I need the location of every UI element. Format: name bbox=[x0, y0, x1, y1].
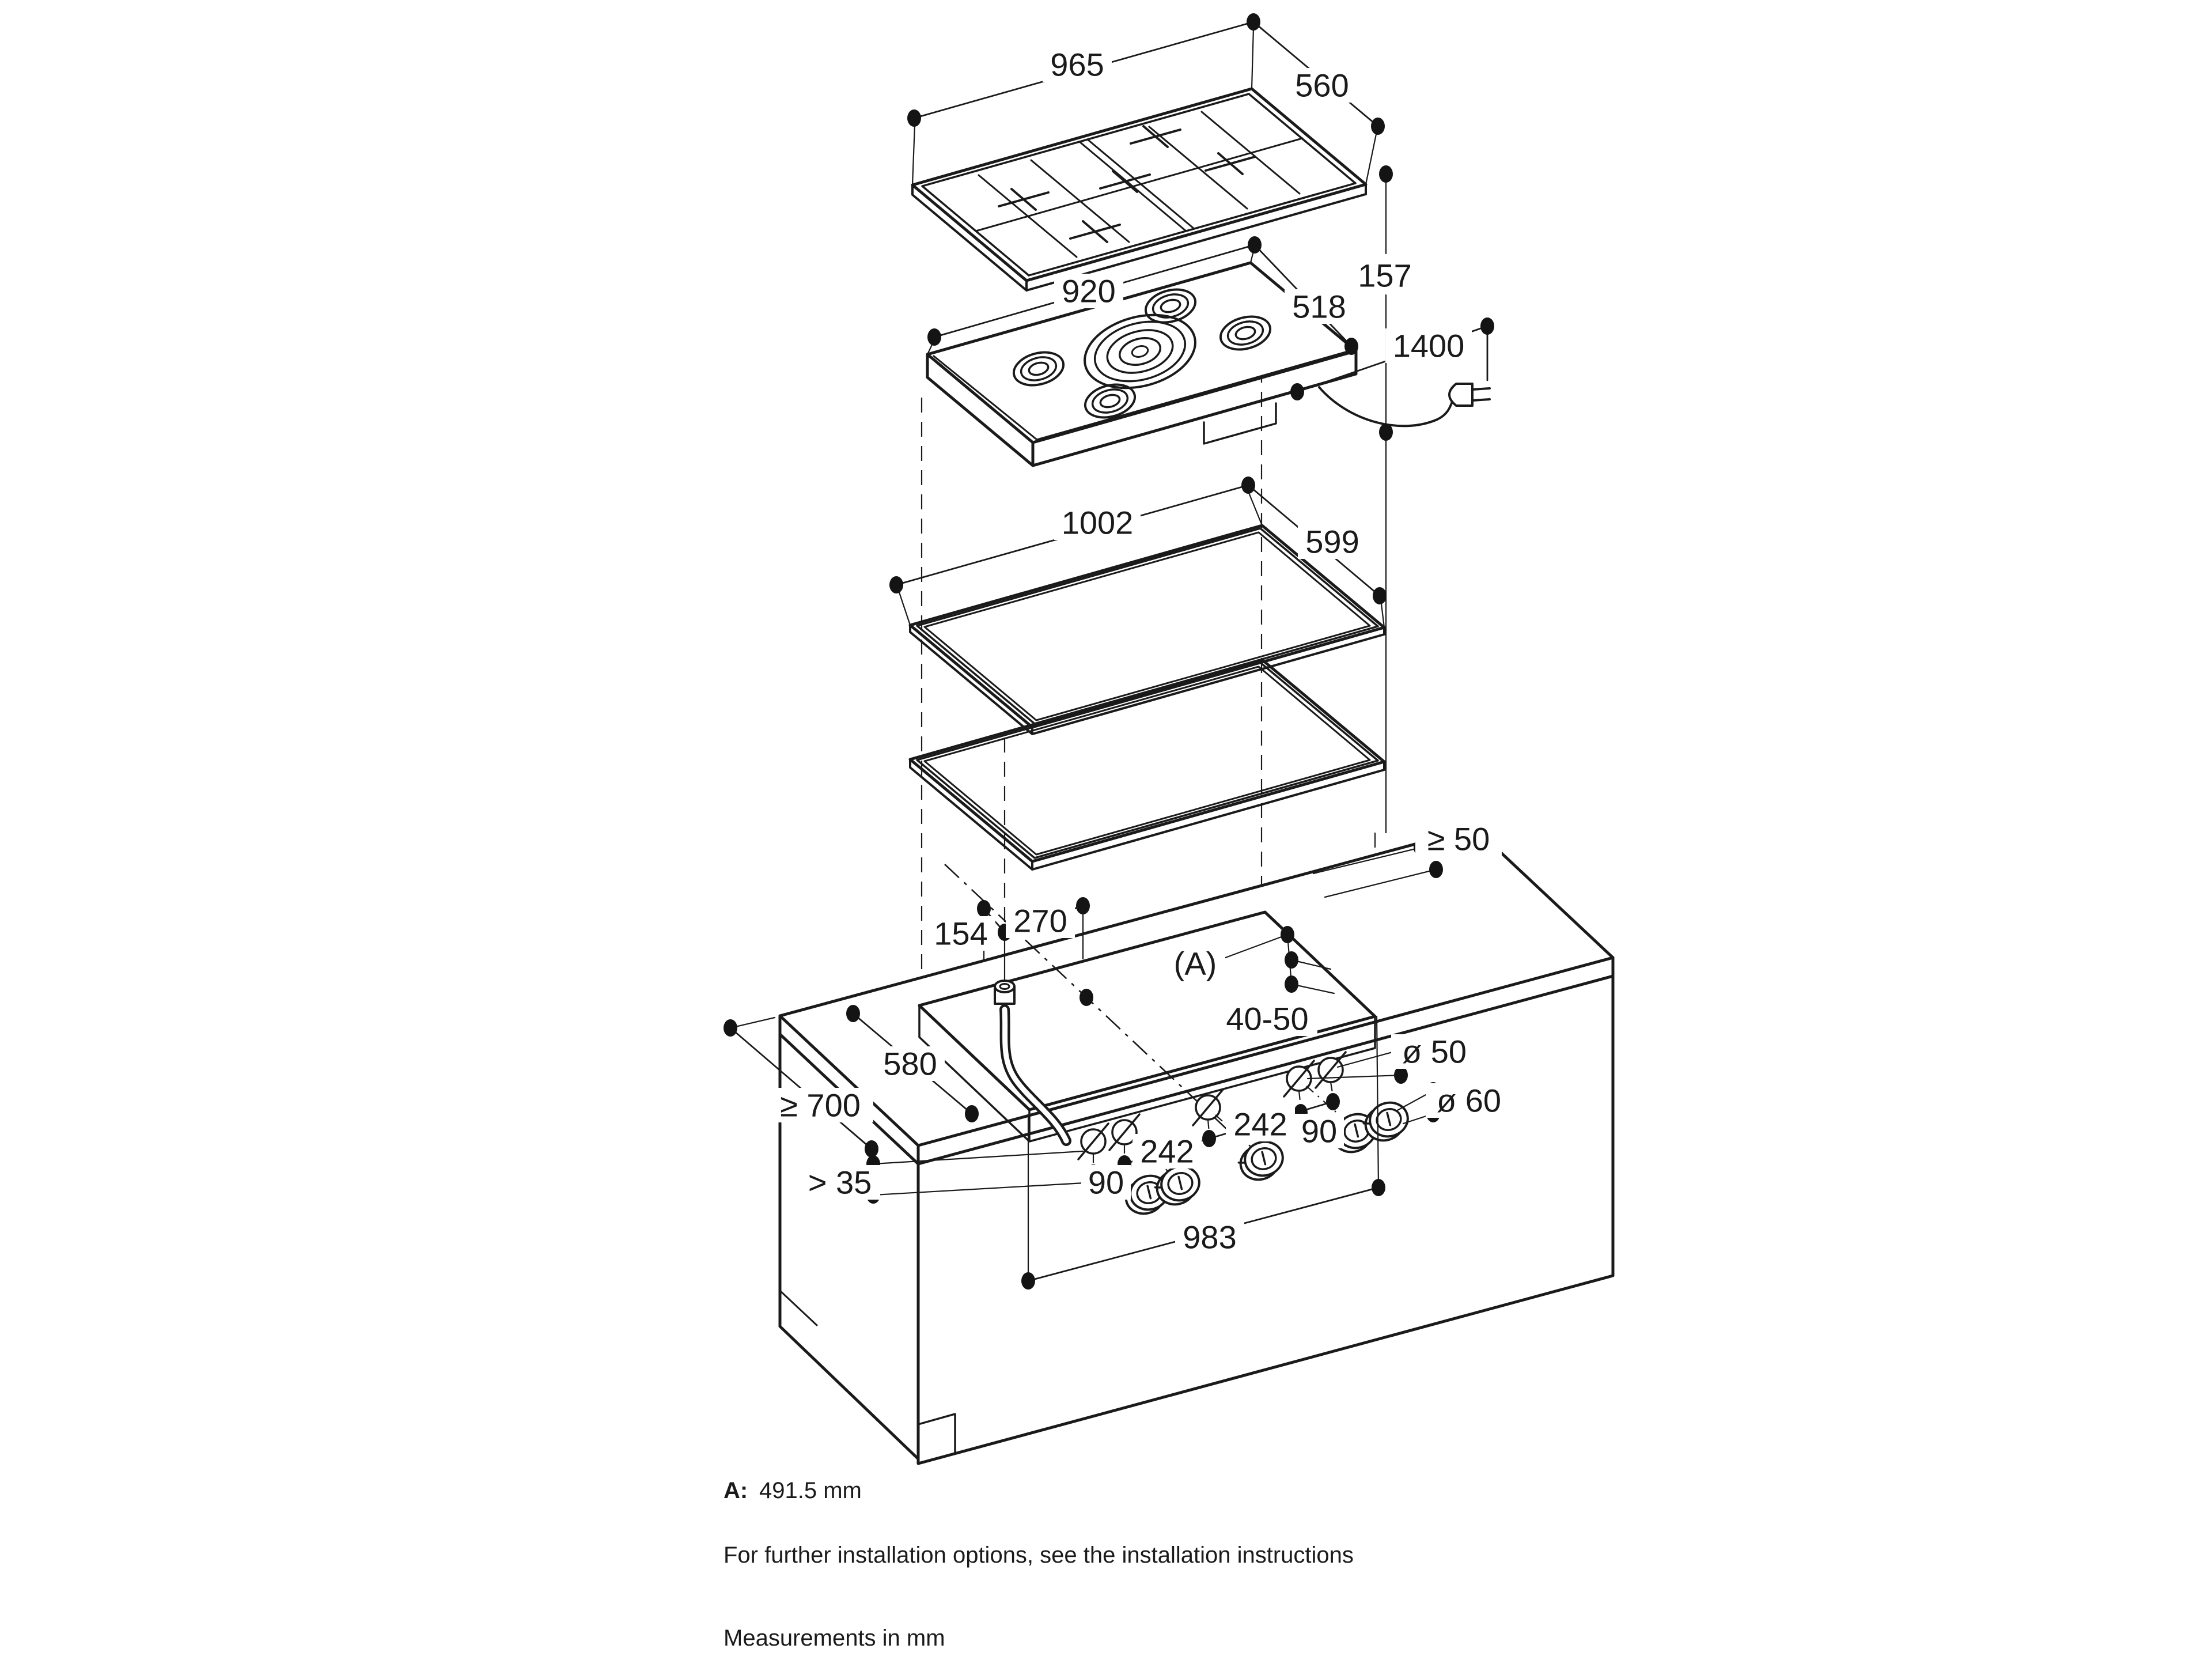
dimension-labels: 965 560 920 518 157 1400 1002 599 ≥ 50 1… bbox=[767, 47, 1512, 1256]
dim-hose-left-label: 154 bbox=[934, 916, 987, 952]
dim-frame-depth-label: 599 bbox=[1305, 524, 1359, 560]
dim-knob-pitch-right-label: 90 bbox=[1301, 1113, 1337, 1149]
dim-hole-large-label: ø 60 bbox=[1437, 1083, 1501, 1119]
note-units: Measurements in mm bbox=[724, 1625, 945, 1651]
note-a-value: 491.5 mm bbox=[759, 1478, 862, 1503]
knob-icon bbox=[1237, 1140, 1284, 1181]
drill-mark-icon bbox=[1077, 1122, 1109, 1160]
dim-height-label: 157 bbox=[1358, 258, 1411, 294]
gas-hose bbox=[994, 980, 1071, 1146]
knob-drill-marks bbox=[1077, 1051, 1349, 1176]
dim-grate-depth-label: 560 bbox=[1295, 67, 1349, 104]
burner-center bbox=[1084, 313, 1196, 390]
grate-layer bbox=[911, 87, 1368, 292]
drill-mark-icon bbox=[1192, 1088, 1224, 1126]
note-installation: For further installation options, see th… bbox=[724, 1542, 1354, 1568]
dim-knob-group-left-label: 242 bbox=[1140, 1133, 1194, 1170]
dim-cutout-width-label: 983 bbox=[1183, 1219, 1236, 1256]
dim-cable-length-label: 1400 bbox=[1393, 328, 1465, 364]
dim-cutout-ref-label: (A) bbox=[1174, 946, 1217, 982]
power-plug-icon bbox=[1448, 383, 1474, 407]
grate-finger-marks bbox=[998, 125, 1256, 243]
power-cord bbox=[1318, 383, 1491, 428]
dim-knob-group-right-label: 242 bbox=[1233, 1106, 1287, 1143]
frame-lower-layer bbox=[908, 658, 1386, 871]
dim-hole-small-label: ø 50 bbox=[1402, 1034, 1467, 1070]
dim-worktop-depth-label: ≥ 700 bbox=[780, 1087, 861, 1124]
knob-icon bbox=[1362, 1101, 1409, 1142]
burner-left-rear bbox=[1012, 351, 1065, 387]
dim-rear-clearance-label: ≥ 50 bbox=[1427, 821, 1490, 857]
drill-mark-icon bbox=[1315, 1051, 1347, 1089]
burner-right-front bbox=[1219, 315, 1272, 351]
dim-hose-rear-label: 270 bbox=[1013, 903, 1067, 939]
dim-cooktop-depth-label: 518 bbox=[1292, 289, 1346, 325]
dim-grate-width-label: 965 bbox=[1050, 47, 1104, 83]
dim-left-section-label: 580 bbox=[883, 1046, 937, 1082]
hose-connector-icon bbox=[994, 980, 1016, 993]
burner-right-rear bbox=[1144, 288, 1197, 324]
dim-cooktop-width-label: 920 bbox=[1062, 273, 1115, 309]
dim-knob-pitch-left-label: 90 bbox=[1088, 1164, 1124, 1201]
dim-worktop-thickness-label: > 35 bbox=[808, 1164, 872, 1201]
burner-left-front bbox=[1084, 383, 1137, 419]
note-a-key: A: bbox=[724, 1478, 748, 1503]
footnotes: A: 491.5 mm For further installation opt… bbox=[724, 1478, 1354, 1651]
cabinet-layer bbox=[778, 826, 1615, 1465]
dim-lateral-gap-label: 40-50 bbox=[1226, 1001, 1308, 1037]
control-knobs bbox=[1123, 1101, 1409, 1215]
cooktop-layer bbox=[926, 261, 1491, 467]
dim-frame-width-label: 1002 bbox=[1062, 505, 1134, 541]
